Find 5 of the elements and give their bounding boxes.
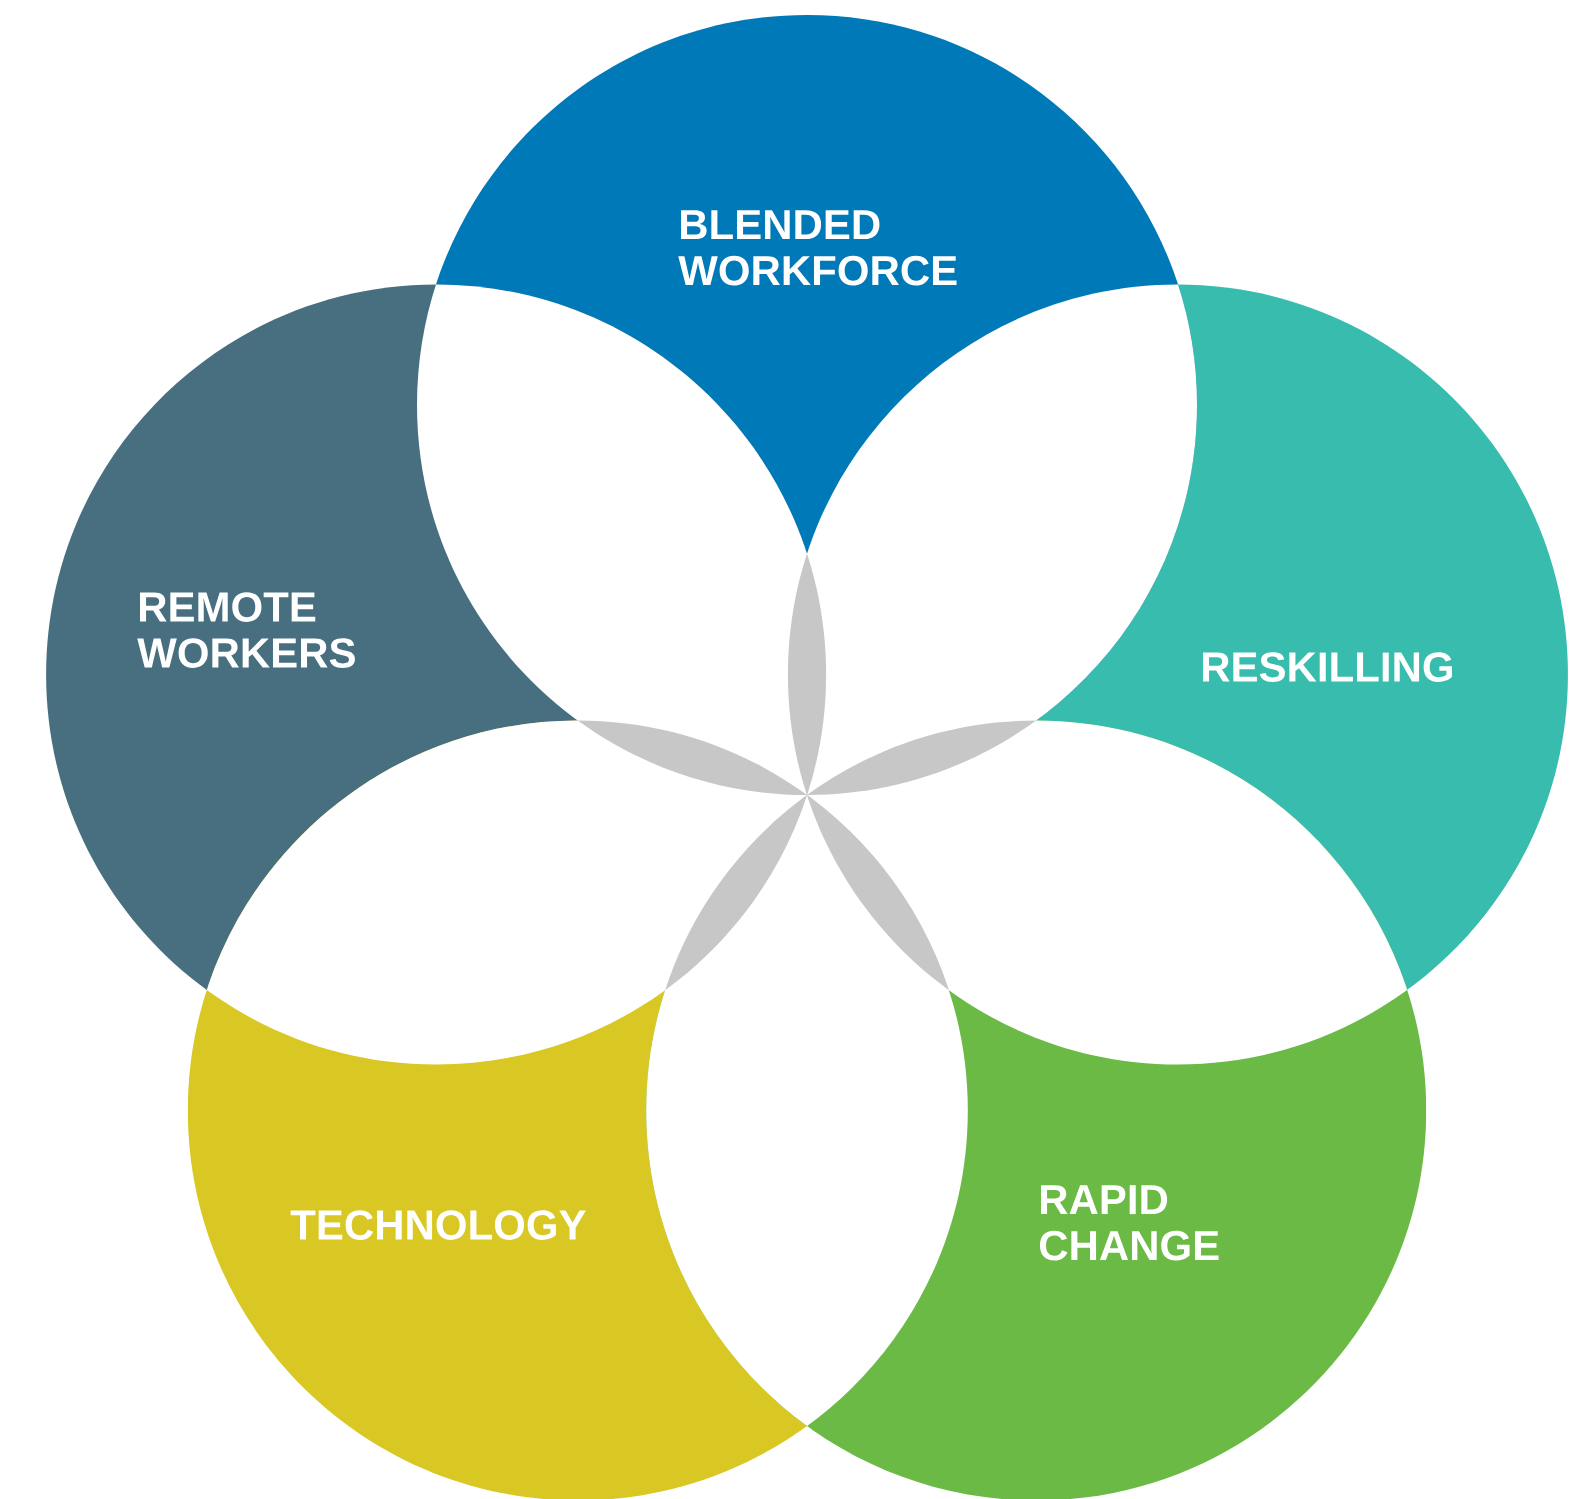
- circle-label: RAPID CHANGE: [1039, 1185, 1219, 1261]
- circle-label: REMOTE WORKERS: [137, 592, 355, 668]
- circle-label: TECHNOLOGY: [290, 1210, 586, 1240]
- circle-label: RESKILLING: [1203, 652, 1452, 682]
- circle-label: BLENDED WORKFORCE: [678, 210, 957, 286]
